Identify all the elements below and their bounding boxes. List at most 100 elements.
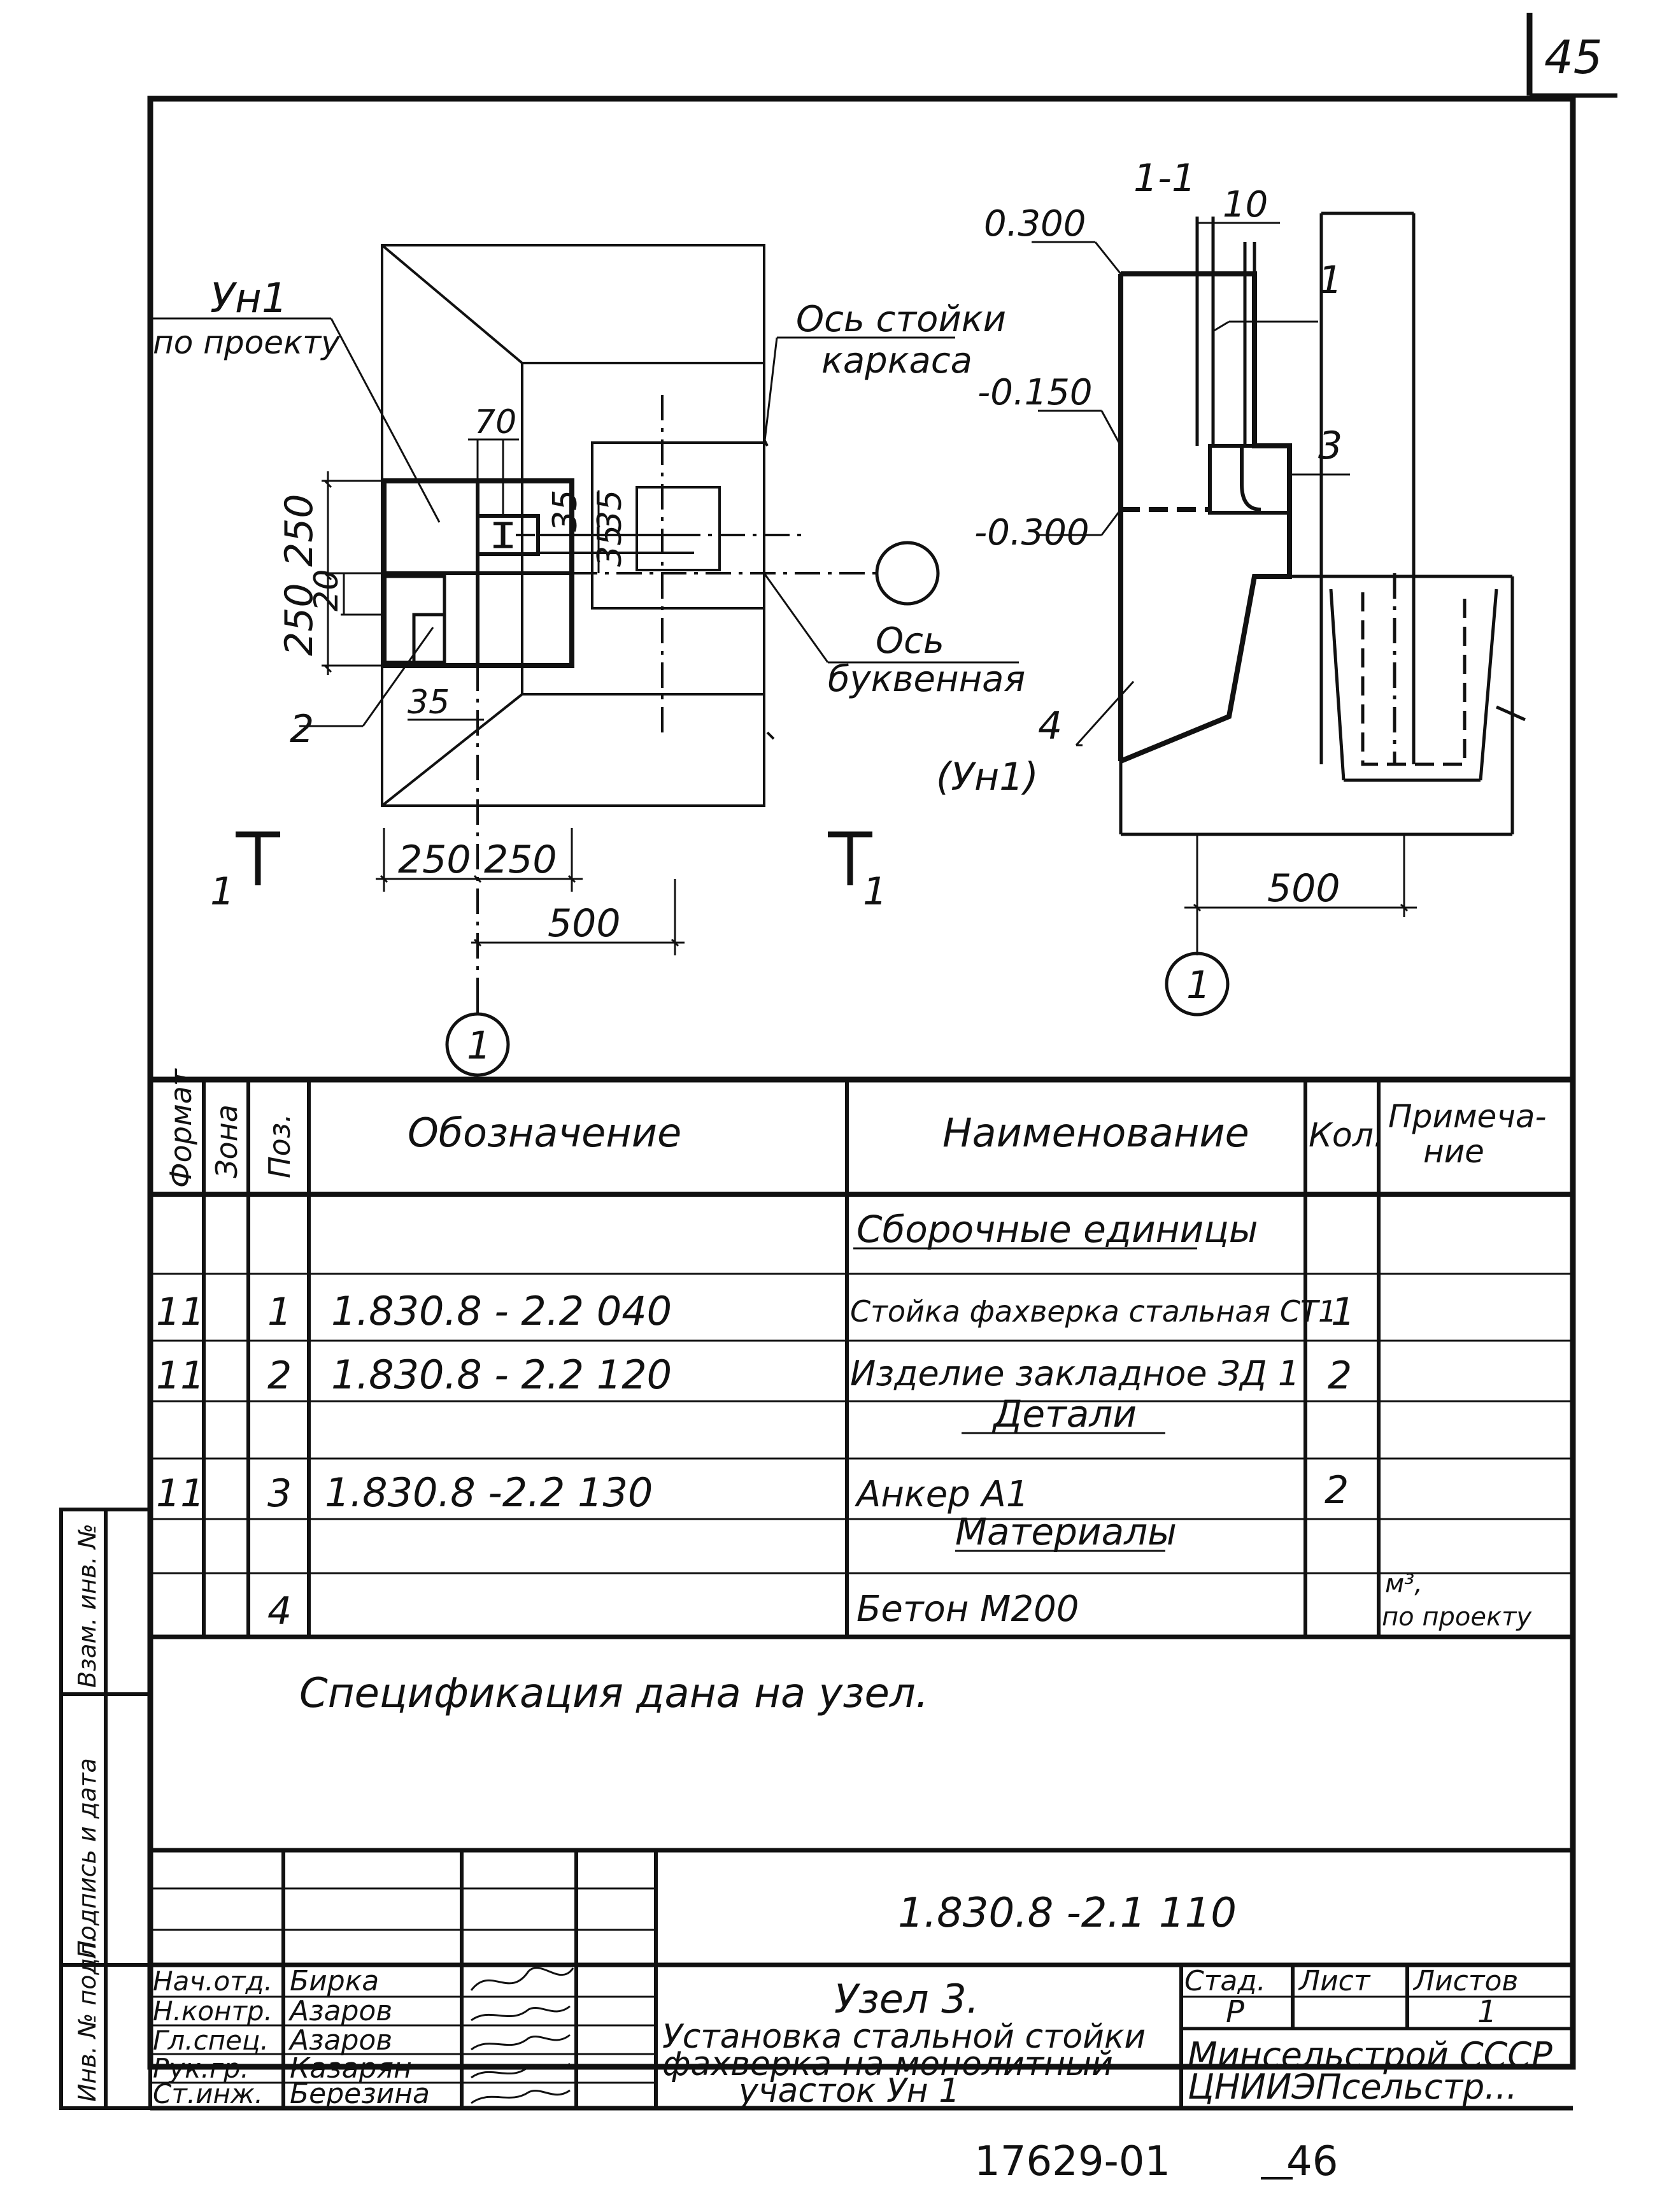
doc-code: 1.830.8 -2.1 110 xyxy=(898,1890,1237,1937)
section-title: 1-1 xyxy=(1133,156,1196,201)
spec-cell-format: 11 xyxy=(156,1471,204,1516)
section-dimensions xyxy=(1032,222,1417,955)
section-elev-low: -0.300 xyxy=(974,512,1090,553)
spec-cell-pos: 2 xyxy=(267,1353,292,1398)
spec-cell-format: 11 xyxy=(156,1290,204,1334)
plan-dim-35-a: 35 xyxy=(546,490,585,532)
plan-dim-20: 20 xyxy=(308,569,346,611)
section-dim-500: 500 xyxy=(1267,866,1340,911)
tb-name-4: Казарян xyxy=(290,2052,412,2085)
plan-label-po-proektu: по проекту xyxy=(153,324,341,361)
spec-row-1: 11 1 1.830.8 - 2.2 040 Стойка фахверка с… xyxy=(156,1288,1355,1334)
bottom-page: 46 xyxy=(1286,2138,1338,2185)
plan-cut-right: 1 xyxy=(863,869,887,914)
tb-sheets-label: Листов xyxy=(1412,1965,1518,1997)
spec-cell-name: Бетон М200 xyxy=(856,1588,1079,1630)
plan-dim-35-bottom: 35 xyxy=(408,683,450,722)
spec-cell-pos: 1 xyxy=(267,1290,292,1334)
tb-name-5: Березина xyxy=(290,2078,430,2110)
section-pos-4-note: (Ун1) xyxy=(936,755,1039,799)
spec-cell-format: 11 xyxy=(156,1353,204,1398)
sheet-frame xyxy=(147,13,1617,2070)
spec-section-materials: Материалы xyxy=(955,1510,1177,1553)
tb-title-2: Установка стальной стойки xyxy=(662,2018,1146,2056)
spec-cell-name: Анкер А1 xyxy=(855,1474,1028,1515)
plan-label-un1: Ун1 xyxy=(210,275,288,322)
tb-org-1: Минсельстрой СССР xyxy=(1188,2035,1552,2075)
plan-pos-2: 2 xyxy=(290,707,314,752)
side-stamp-grid xyxy=(59,1508,152,2110)
spec-cell-pos: 4 xyxy=(267,1589,292,1634)
spec-header-qty: Кол. xyxy=(1309,1117,1384,1155)
section-axis-bubble-label: 1 xyxy=(1186,963,1211,1008)
tb-signatures xyxy=(470,1967,574,2104)
section-pos-1: 1 xyxy=(1318,258,1342,303)
spec-cell-qty: 2 xyxy=(1325,1468,1349,1513)
spec-row-4: 4 Бетон М200 м³, по проекту xyxy=(267,1569,1532,1634)
spec-header-name: Наименование xyxy=(942,1110,1249,1156)
plan-cut-left: 1 xyxy=(210,869,234,914)
plan-dim-250-d: 250 xyxy=(484,838,557,882)
plan-dim-250-b: 250 xyxy=(277,583,322,656)
plan-axis-bubble-label: 1 xyxy=(467,1024,491,1068)
tb-role-2: Н.контр. xyxy=(153,1995,273,2027)
spec-section-details: Детали xyxy=(991,1392,1137,1436)
tb-name-3: Азаров xyxy=(288,2024,392,2057)
spec-cell-name: Изделие закладное ЗД 1 xyxy=(850,1353,1300,1394)
spec-cell-designation: 1.830.8 - 2.2 040 xyxy=(331,1288,672,1334)
section-elev-mid: -0.150 xyxy=(977,372,1093,413)
tb-title-3: фахверка на монолитный xyxy=(662,2045,1113,2083)
spec-cell-qty: 1 xyxy=(1331,1290,1355,1334)
spec-cell-name: Стойка фахверка стальная СТ1 xyxy=(850,1294,1337,1329)
plan-dim-70: 70 xyxy=(474,403,516,441)
side-stamp-inv-podl: Инв. № подл. xyxy=(73,1935,101,2102)
section-elev-top: 0.300 xyxy=(984,203,1086,245)
tb-stage-label: Стад. xyxy=(1184,1965,1266,1997)
plan-cut-marks xyxy=(236,831,872,885)
spec-header-format: Формат xyxy=(164,1068,198,1188)
spec-table-grid xyxy=(150,1080,1573,1637)
section-view xyxy=(1118,211,1526,836)
spec-header-note-1: Примеча- xyxy=(1388,1098,1547,1135)
spec-header-note-2: ние xyxy=(1423,1133,1484,1170)
section-dim-10: 10 xyxy=(1223,184,1268,225)
page-number: 45 xyxy=(1544,31,1603,84)
section-axis-bubble xyxy=(1165,952,1230,1017)
plan-dim-500: 500 xyxy=(548,901,621,946)
side-stamp-vzam: Взам. инв. № xyxy=(73,1523,101,1688)
spec-cell-pos: 3 xyxy=(267,1471,292,1516)
spec-cell-designation: 1.830.8 - 2.2 120 xyxy=(331,1352,672,1398)
plan-axis-column-2: каркаса xyxy=(821,340,972,382)
spec-row-3: 11 3 1.830.8 -2.2 130 Анкер А1 2 xyxy=(156,1468,1349,1516)
title-block-grid xyxy=(150,1850,1573,2111)
spec-cell-note-1: м³, xyxy=(1385,1569,1423,1599)
spec-header-zone: Зона xyxy=(210,1104,244,1178)
tb-sheet-label: Лист xyxy=(1298,1965,1371,1997)
spec-cell-designation: 1.830.8 -2.2 130 xyxy=(325,1469,653,1516)
spec-header-pos: Поз. xyxy=(262,1113,297,1178)
plan-dim-250-c: 250 xyxy=(398,838,471,882)
tb-stage-value: Р xyxy=(1226,1994,1244,2030)
section-pos-4: 4 xyxy=(1038,704,1062,748)
plan-axis-letter-2: буквенная xyxy=(828,659,1025,700)
bottom-code: 17629-01 xyxy=(974,2138,1170,2185)
spec-section-assembly: Сборочные единицы xyxy=(856,1208,1258,1251)
plan-dim-250-a: 250 xyxy=(277,494,322,567)
plan-axis-column-1: Ось стойки xyxy=(796,299,1006,340)
tb-title-4: участок Ун 1 xyxy=(737,2072,960,2110)
tb-role-1: Нач.отд. xyxy=(153,1966,273,1997)
side-stamp-podpis: Подпись и дата xyxy=(73,1758,101,1959)
tb-role-5: Ст.инж. xyxy=(153,2078,263,2109)
spec-cell-note-2: по проекту xyxy=(1382,1602,1532,1632)
section-pos-3: 3 xyxy=(1318,424,1342,468)
plan-dimensions xyxy=(153,317,1019,955)
spec-header-designation: Обозначение xyxy=(408,1110,681,1156)
plan-dim-35-b: 35 xyxy=(591,490,629,532)
plan-dim-35-c: 35 xyxy=(591,525,629,567)
plan-view xyxy=(381,244,940,1013)
tb-role-3: Гл.спец. xyxy=(153,2025,269,2056)
spec-row-2: 11 2 1.830.8 - 2.2 120 Изделие закладное… xyxy=(156,1352,1352,1398)
plan-axis-bubble xyxy=(445,1012,510,1077)
spec-cell-qty: 2 xyxy=(1328,1353,1352,1398)
